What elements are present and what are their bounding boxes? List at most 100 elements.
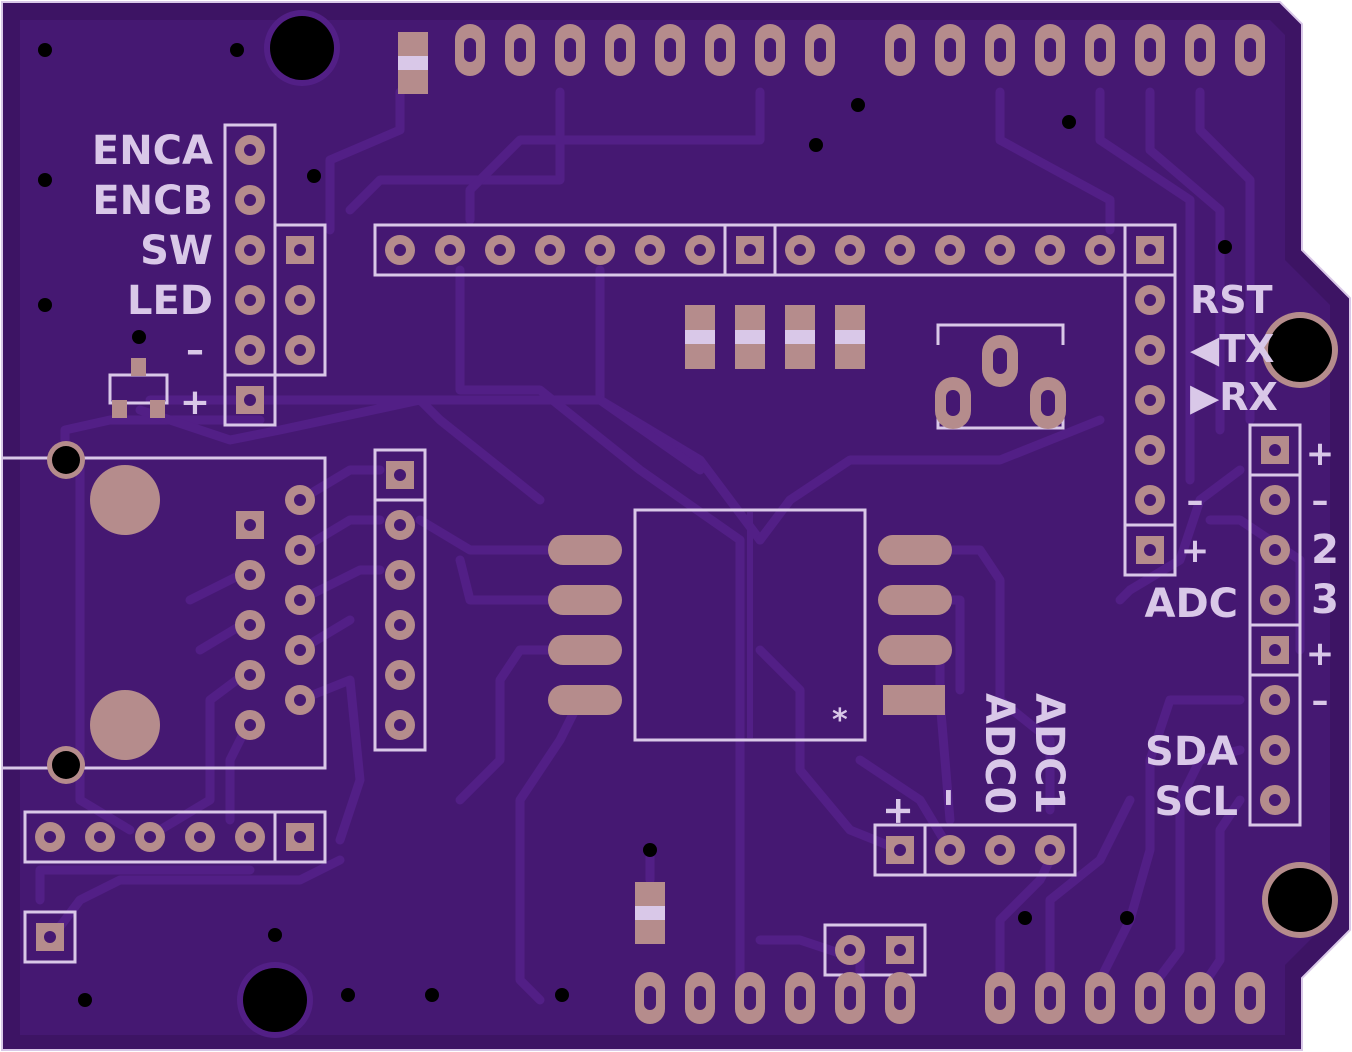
mounting-holes [47,10,1338,1038]
via [1120,911,1134,925]
via [851,98,865,112]
pad-drill [244,344,256,356]
label-bottom-minus: – [929,788,973,807]
pad-drill [294,494,306,506]
via [38,43,52,57]
pad-drill [1269,794,1281,806]
label-sw: SW [140,228,213,274]
pad-drill [244,719,256,731]
pad-drill [1044,244,1056,256]
label-enc-minus: – [186,330,204,371]
label-right-plus-1: + [1306,434,1335,474]
pad-drill [244,831,256,843]
pad-drill [394,569,406,581]
pad-drill [294,294,306,306]
pad-drill [494,244,506,256]
pad-drill [394,719,406,731]
pad-drill [1144,444,1156,456]
label-bottom-plus: + [877,795,921,827]
via [132,330,146,344]
traces [35,87,1305,1005]
pad-drill [394,619,406,631]
label-right-minus-2: – [1312,681,1329,721]
pad-drill [244,144,256,156]
pad-drill [394,244,406,256]
label-rx: ▶RX [1190,375,1278,419]
vias [38,43,1232,1007]
chip-pin1-marker: * [832,703,848,738]
pad-drill [844,944,856,956]
pad-drill [1044,844,1056,856]
pad-drill [544,244,556,256]
pad-drill [244,569,256,581]
label-right-plus-2: + [1306,634,1335,674]
label-enc-plus: + [180,382,210,423]
via [78,993,92,1007]
via [307,169,321,183]
pad-drill [1144,344,1156,356]
via [555,988,569,1002]
pad-drill [1144,494,1156,506]
pad-drill [44,831,56,843]
label-adc1: ADC1 [1026,693,1072,814]
pads [35,24,1290,1024]
pad-drill [1144,294,1156,306]
label-enca: ENCA [92,128,213,174]
via [1218,240,1232,254]
label-encb: ENCB [92,178,213,224]
pad-drill [644,244,656,256]
pad-drill [294,644,306,656]
via [643,843,657,857]
pad-drill [444,244,456,256]
pad-drill [244,194,256,206]
pad-drill [294,544,306,556]
label-scl: SCL [1154,779,1238,825]
pad-drill [1269,694,1281,706]
pad-drill [1269,494,1281,506]
label-adc0: ADC0 [976,693,1022,814]
label-sda: SDA [1145,729,1238,775]
label-tx: ◀TX [1190,327,1274,371]
via [341,988,355,1002]
pad-drill [194,831,206,843]
label-right-minus-1: – [1312,481,1329,521]
pad-drill [244,619,256,631]
pad-drill [894,244,906,256]
pad-drill [94,831,106,843]
via [268,928,282,942]
via [425,988,439,1002]
pad-drill [594,244,606,256]
pad-drill [994,844,1006,856]
via [38,173,52,187]
label-adc-2: 2 [1311,527,1339,573]
pad-drill [694,244,706,256]
label-adc: ADC [1144,581,1238,627]
pad-drill [1269,744,1281,756]
pad-drill [1269,594,1281,606]
via [230,43,244,57]
pad-drill [244,294,256,306]
label-adc-3: 3 [1311,577,1339,623]
via [1062,115,1076,129]
pad-drill [244,244,256,256]
pad-drill [294,594,306,606]
pad-drill [994,244,1006,256]
pad-drill [394,519,406,531]
label-serial-minus: – [1187,481,1204,521]
pad-drill [394,669,406,681]
pad-drill [1094,244,1106,256]
pad-drill [1269,544,1281,556]
label-serial-plus: + [1181,531,1210,571]
via [38,298,52,312]
pad-drill [244,669,256,681]
pad-drill [944,244,956,256]
pad-drill [844,244,856,256]
label-rst: RST [1190,278,1273,322]
pad-drill [294,344,306,356]
via [809,138,823,152]
label-led: LED [127,278,213,324]
pad-drill [144,831,156,843]
pad-drill [944,844,956,856]
via [1018,911,1032,925]
